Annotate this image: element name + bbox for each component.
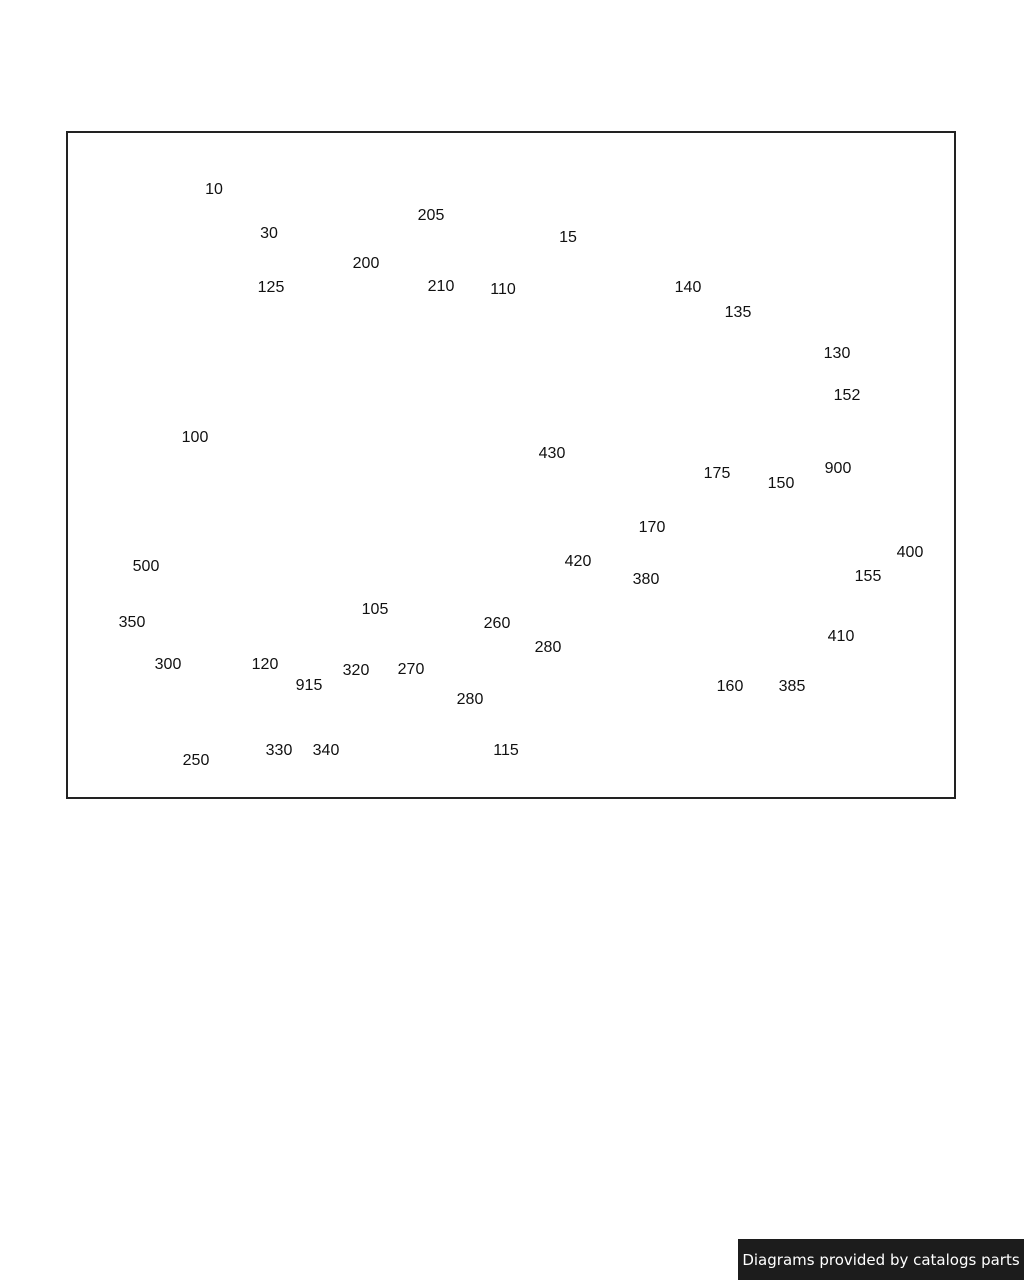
part-label-140[interactable]: 140	[674, 279, 702, 296]
part-label-250[interactable]: 250	[182, 752, 210, 769]
part-label-125[interactable]: 125	[257, 279, 285, 296]
part-label-915[interactable]: 915	[295, 677, 323, 694]
part-label-330[interactable]: 330	[265, 742, 293, 759]
part-label-260[interactable]: 260	[483, 615, 511, 632]
part-label-120[interactable]: 120	[251, 656, 279, 673]
part-label-155[interactable]: 155	[854, 568, 882, 585]
part-label-300[interactable]: 300	[154, 656, 182, 673]
part-label-105[interactable]: 105	[361, 601, 389, 618]
part-label-135[interactable]: 135	[724, 304, 752, 321]
part-label-900[interactable]: 900	[824, 460, 852, 477]
part-label-430[interactable]: 430	[538, 445, 566, 462]
part-label-160[interactable]: 160	[716, 678, 744, 695]
part-label-200[interactable]: 200	[352, 255, 380, 272]
part-label-500[interactable]: 500	[132, 558, 160, 575]
part-label-320[interactable]: 320	[342, 662, 370, 679]
credit-banner: Diagrams provided by catalogs parts	[738, 1239, 1024, 1280]
part-label-130[interactable]: 130	[823, 345, 851, 362]
part-label-15[interactable]: 15	[559, 229, 577, 246]
part-label-10[interactable]: 10	[205, 181, 223, 198]
part-label-340[interactable]: 340	[312, 742, 340, 759]
part-label-170[interactable]: 170	[638, 519, 666, 536]
part-label-385[interactable]: 385	[778, 678, 806, 695]
part-label-380[interactable]: 380	[632, 571, 660, 588]
part-label-270[interactable]: 270	[397, 661, 425, 678]
part-label-400[interactable]: 400	[896, 544, 924, 561]
part-label-175[interactable]: 175	[703, 465, 731, 482]
part-label-100[interactable]: 100	[181, 429, 209, 446]
part-label-150[interactable]: 150	[767, 475, 795, 492]
part-label-110[interactable]: 110	[490, 281, 516, 298]
part-label-420[interactable]: 420	[564, 553, 592, 570]
part-label-280-a[interactable]: 280	[534, 639, 562, 656]
part-label-205[interactable]: 205	[417, 207, 445, 224]
credit-text: Diagrams provided by catalogs parts	[742, 1250, 1020, 1269]
part-label-30[interactable]: 30	[260, 225, 278, 242]
part-label-210[interactable]: 210	[427, 278, 455, 295]
part-label-280-b[interactable]: 280	[456, 691, 484, 708]
part-label-410[interactable]: 410	[827, 628, 855, 645]
part-label-350[interactable]: 350	[118, 614, 146, 631]
part-label-115[interactable]: 115	[493, 742, 519, 759]
diagram-frame	[66, 131, 956, 799]
part-label-152[interactable]: 152	[833, 387, 861, 404]
